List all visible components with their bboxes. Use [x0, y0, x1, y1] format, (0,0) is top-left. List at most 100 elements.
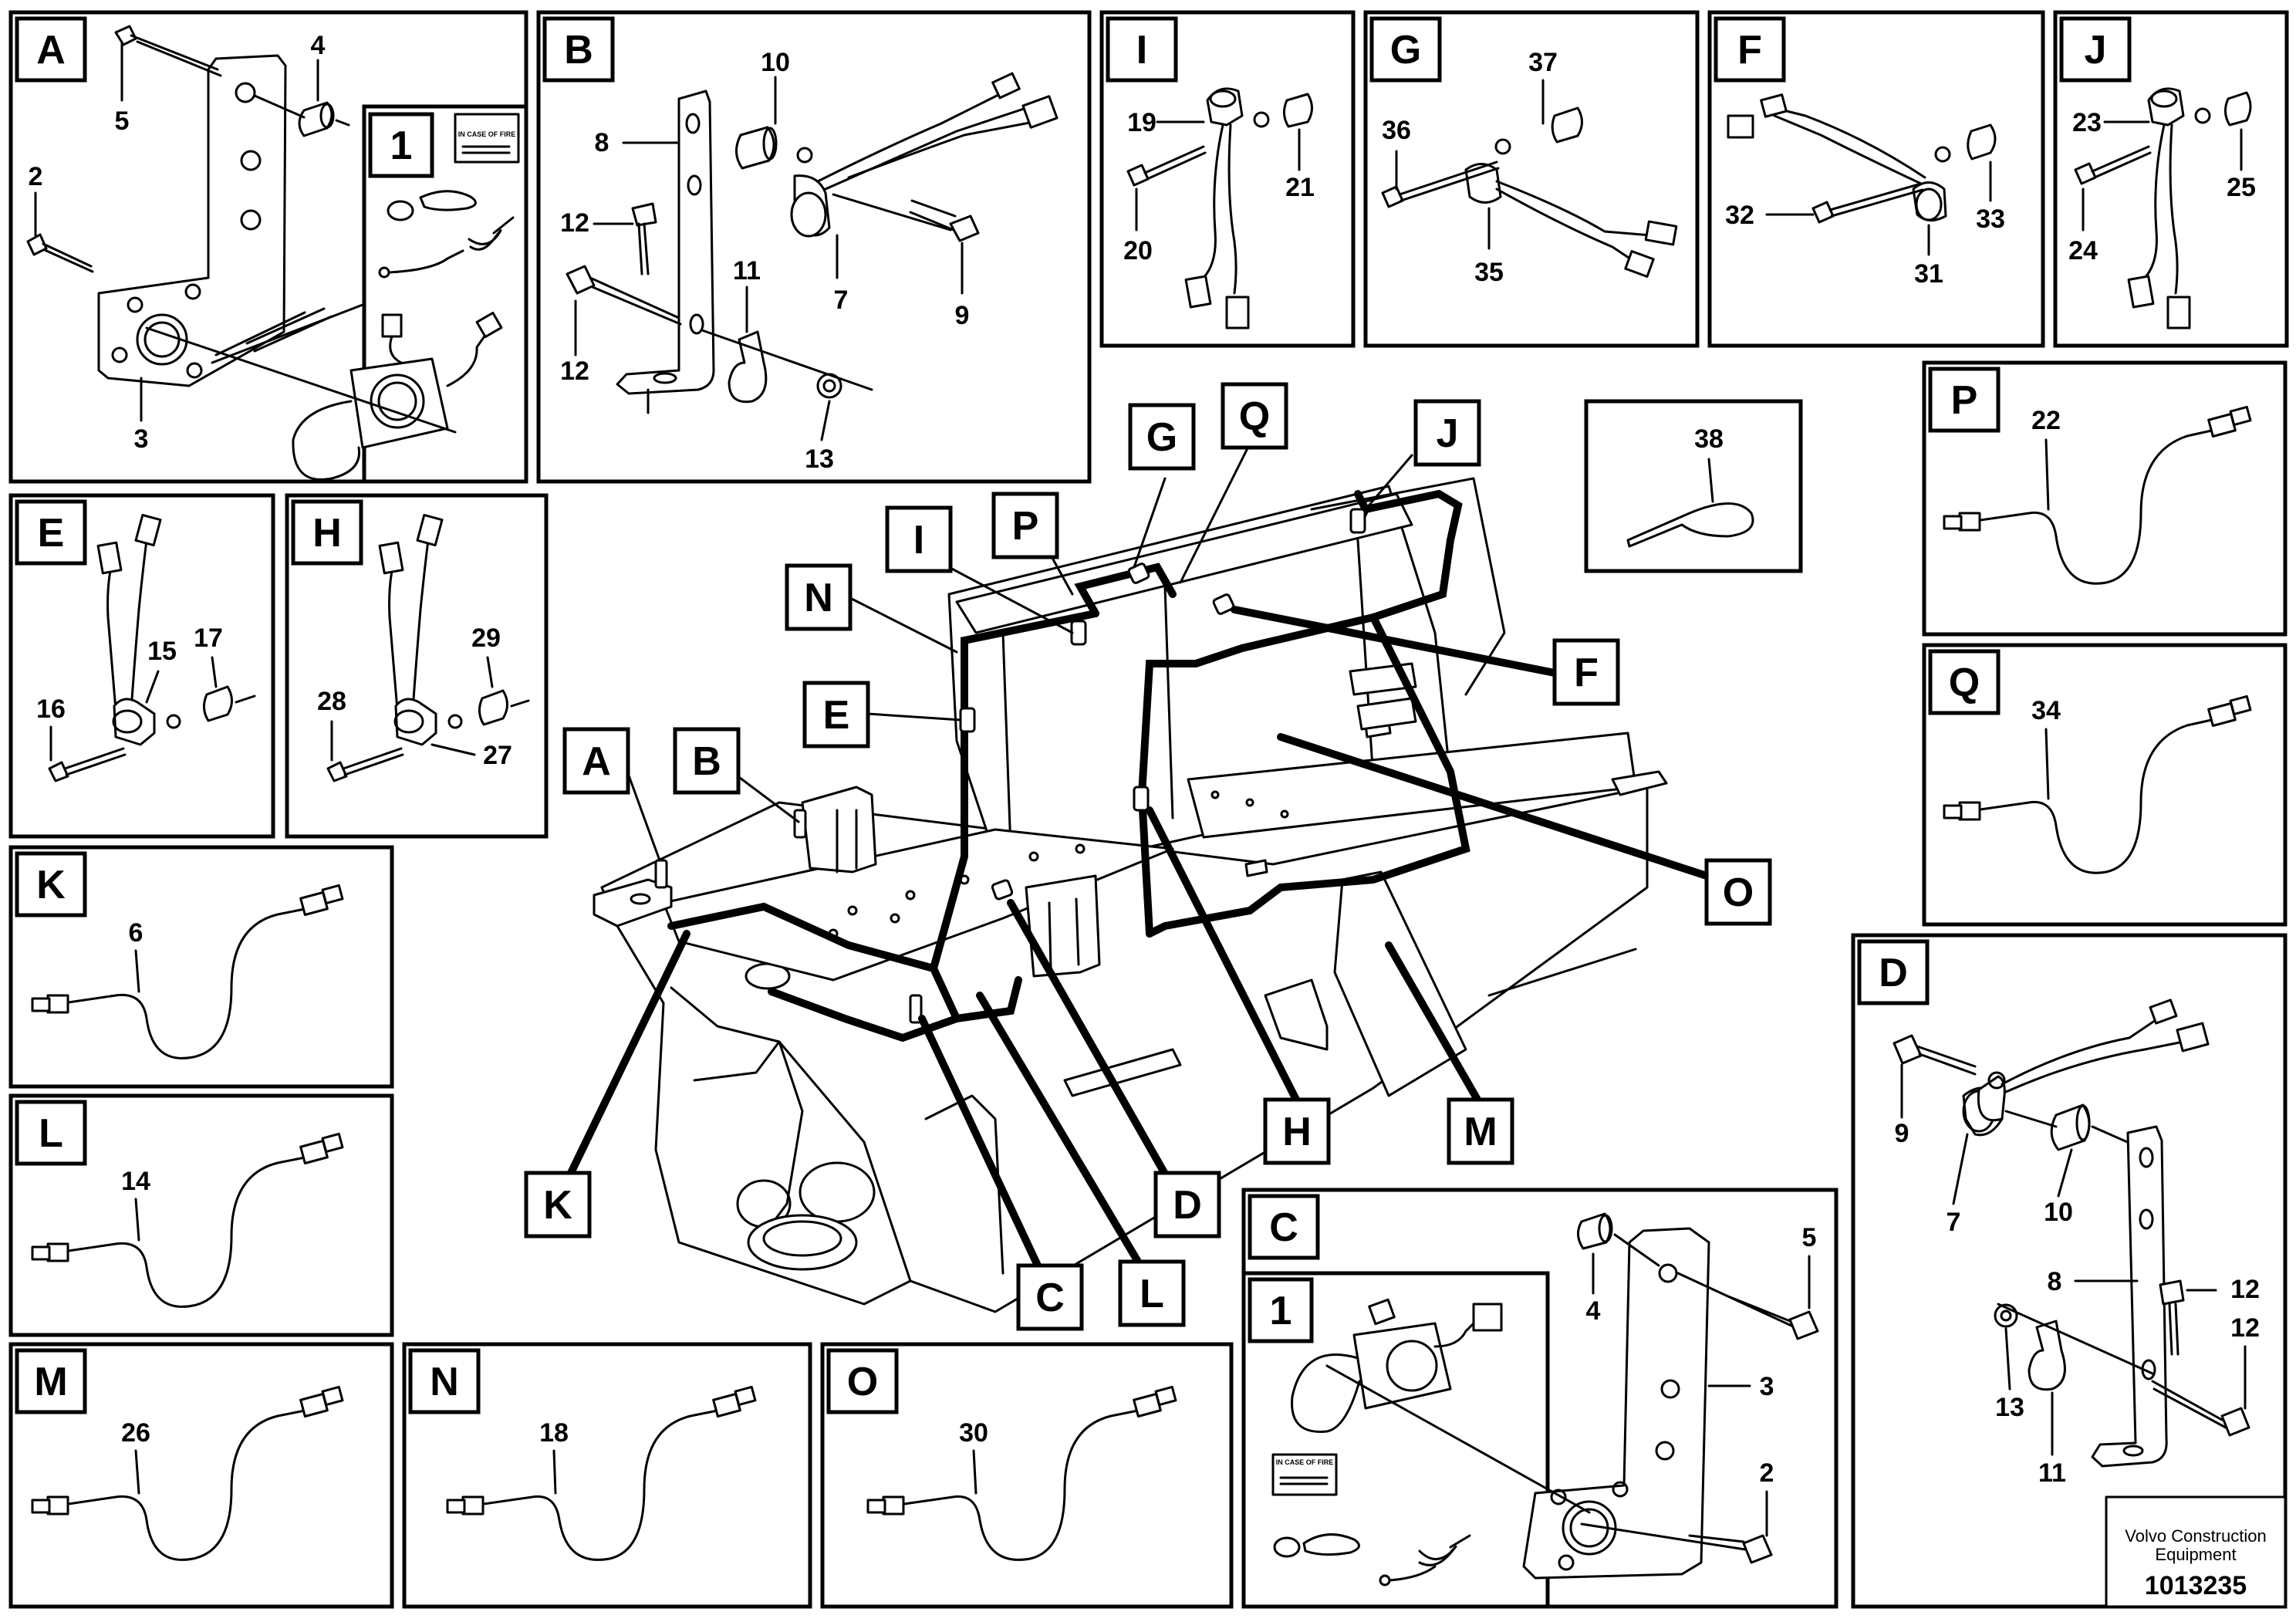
panel-o-label: O	[847, 1360, 878, 1404]
panel-i: I 19 21 20	[1099, 10, 1356, 348]
panel-o: O 30	[820, 1342, 1234, 1609]
panel-e: E 15 17 16	[8, 493, 275, 839]
cable-26	[62, 1407, 318, 1561]
svg-text:Q: Q	[1239, 394, 1270, 439]
svg-text:38: 38	[1694, 424, 1724, 454]
panel-e-label: E	[38, 511, 65, 556]
clamp-a	[654, 859, 668, 889]
clamp-j	[1349, 508, 1366, 534]
svg-text:34: 34	[2031, 696, 2061, 725]
panel-a-sub-box	[368, 112, 434, 178]
cable-34	[1974, 716, 2223, 874]
panel-a-sub-label: 1	[390, 123, 413, 168]
callout-n[interactable]	[785, 563, 853, 631]
callout-f[interactable]	[1552, 638, 1620, 706]
svg-text:9: 9	[955, 301, 970, 330]
clamp-b	[793, 809, 807, 839]
callout-b[interactable]	[673, 727, 741, 795]
svg-text:N: N	[804, 576, 833, 620]
warning-tag-c	[1271, 1453, 1338, 1496]
svg-text:21: 21	[1285, 173, 1315, 202]
svg-text:8: 8	[2048, 1267, 2062, 1296]
callout-o[interactable]	[1704, 858, 1772, 926]
svg-text:27: 27	[483, 741, 512, 770]
svg-text:5: 5	[1802, 1223, 1817, 1252]
svg-text:28: 28	[317, 687, 346, 716]
drawing-number: 1013235	[2145, 1571, 2247, 1600]
panel-k-label: K	[36, 863, 66, 907]
svg-text:K: K	[543, 1183, 572, 1228]
callout-i[interactable]	[885, 505, 953, 573]
svg-text:30: 30	[959, 1418, 988, 1448]
svg-text:10: 10	[761, 48, 790, 77]
svg-text:A: A	[582, 739, 611, 784]
callout-k[interactable]	[524, 1171, 592, 1238]
callout-d[interactable]	[1153, 1171, 1221, 1238]
clamp-f	[1212, 593, 1235, 615]
svg-text:4: 4	[1586, 1296, 1601, 1326]
cable-30	[897, 1407, 1151, 1561]
callout-h[interactable]	[1263, 1097, 1331, 1165]
panel-n-label: N	[430, 1360, 459, 1404]
svg-text:C: C	[1035, 1276, 1065, 1320]
panel-c: C 1 IN CASE OF FIRE 4 5 3 2	[1241, 1188, 1838, 1609]
svg-text:D: D	[1173, 1183, 1202, 1228]
svg-text:12: 12	[2230, 1275, 2260, 1304]
panel-g: G 37 36 35	[1363, 10, 1700, 348]
svg-text:20: 20	[1123, 236, 1153, 265]
svg-text:M: M	[1464, 1110, 1497, 1154]
clamp-e	[959, 707, 976, 733]
callout-j[interactable]	[1413, 399, 1481, 467]
fire-sensor	[349, 357, 449, 449]
svg-text:7: 7	[834, 286, 849, 315]
panel-d-label: D	[1879, 951, 1908, 995]
panel-h: H 29 28 27	[285, 493, 549, 839]
panel-d: D 9 7 10 8 12 12 13 11	[1851, 933, 2288, 1609]
mounting-bracket	[97, 54, 287, 387]
panel-g-label: G	[1390, 28, 1421, 73]
svg-text:33: 33	[1976, 204, 2005, 234]
panel-f-label: F	[1737, 28, 1762, 73]
callout-l[interactable]	[1118, 1259, 1186, 1327]
svg-text:36: 36	[1382, 116, 1411, 145]
panel-h-label: H	[312, 511, 342, 556]
svg-text:4: 4	[311, 31, 326, 60]
panel-k: K 6	[8, 845, 394, 1089]
panel-q: Q 34	[1922, 643, 2288, 927]
panel-c-sub-label: 1	[1270, 1289, 1292, 1333]
svg-text:18: 18	[539, 1418, 569, 1448]
callout-g[interactable]	[1128, 403, 1196, 471]
svg-text:15: 15	[147, 637, 177, 666]
panel-b: B 10 8 12 12 11 7 9 13	[536, 10, 1092, 484]
svg-text:9: 9	[1895, 1119, 1909, 1148]
svg-text:H: H	[1282, 1110, 1312, 1154]
svg-text:B: B	[692, 739, 721, 784]
callout-c[interactable]	[1016, 1263, 1084, 1331]
svg-text:12: 12	[560, 357, 589, 386]
panel-b-label: B	[564, 28, 593, 73]
panel-b-label-box	[542, 16, 615, 83]
svg-text:G: G	[1146, 415, 1177, 460]
svg-text:35: 35	[1474, 258, 1504, 287]
panel-f: F 32 33 31	[1707, 10, 2045, 348]
clamp-i	[1070, 620, 1087, 646]
panel-c-label: C	[1269, 1205, 1298, 1250]
callout-q[interactable]	[1221, 382, 1288, 450]
callout-e[interactable]	[802, 681, 870, 748]
callout-a[interactable]	[562, 727, 630, 795]
panel-l: L 14	[8, 1093, 394, 1337]
svg-text:24: 24	[2068, 236, 2098, 265]
panel-a: A 1 IN CASE OF FIRE 5 4 2	[8, 10, 528, 484]
callout-p[interactable]	[991, 492, 1059, 559]
svg-text:13: 13	[1995, 1393, 2024, 1422]
footer-line-2: Equipment	[2155, 1545, 2236, 1564]
harness-route	[667, 902, 962, 1042]
panel-a-label: A	[36, 28, 66, 73]
svg-text:11: 11	[2038, 1458, 2066, 1488]
svg-text:8: 8	[595, 128, 609, 157]
callout-m[interactable]	[1447, 1097, 1514, 1165]
svg-text:P: P	[1012, 504, 1039, 549]
panel-a-label-box	[15, 16, 87, 83]
